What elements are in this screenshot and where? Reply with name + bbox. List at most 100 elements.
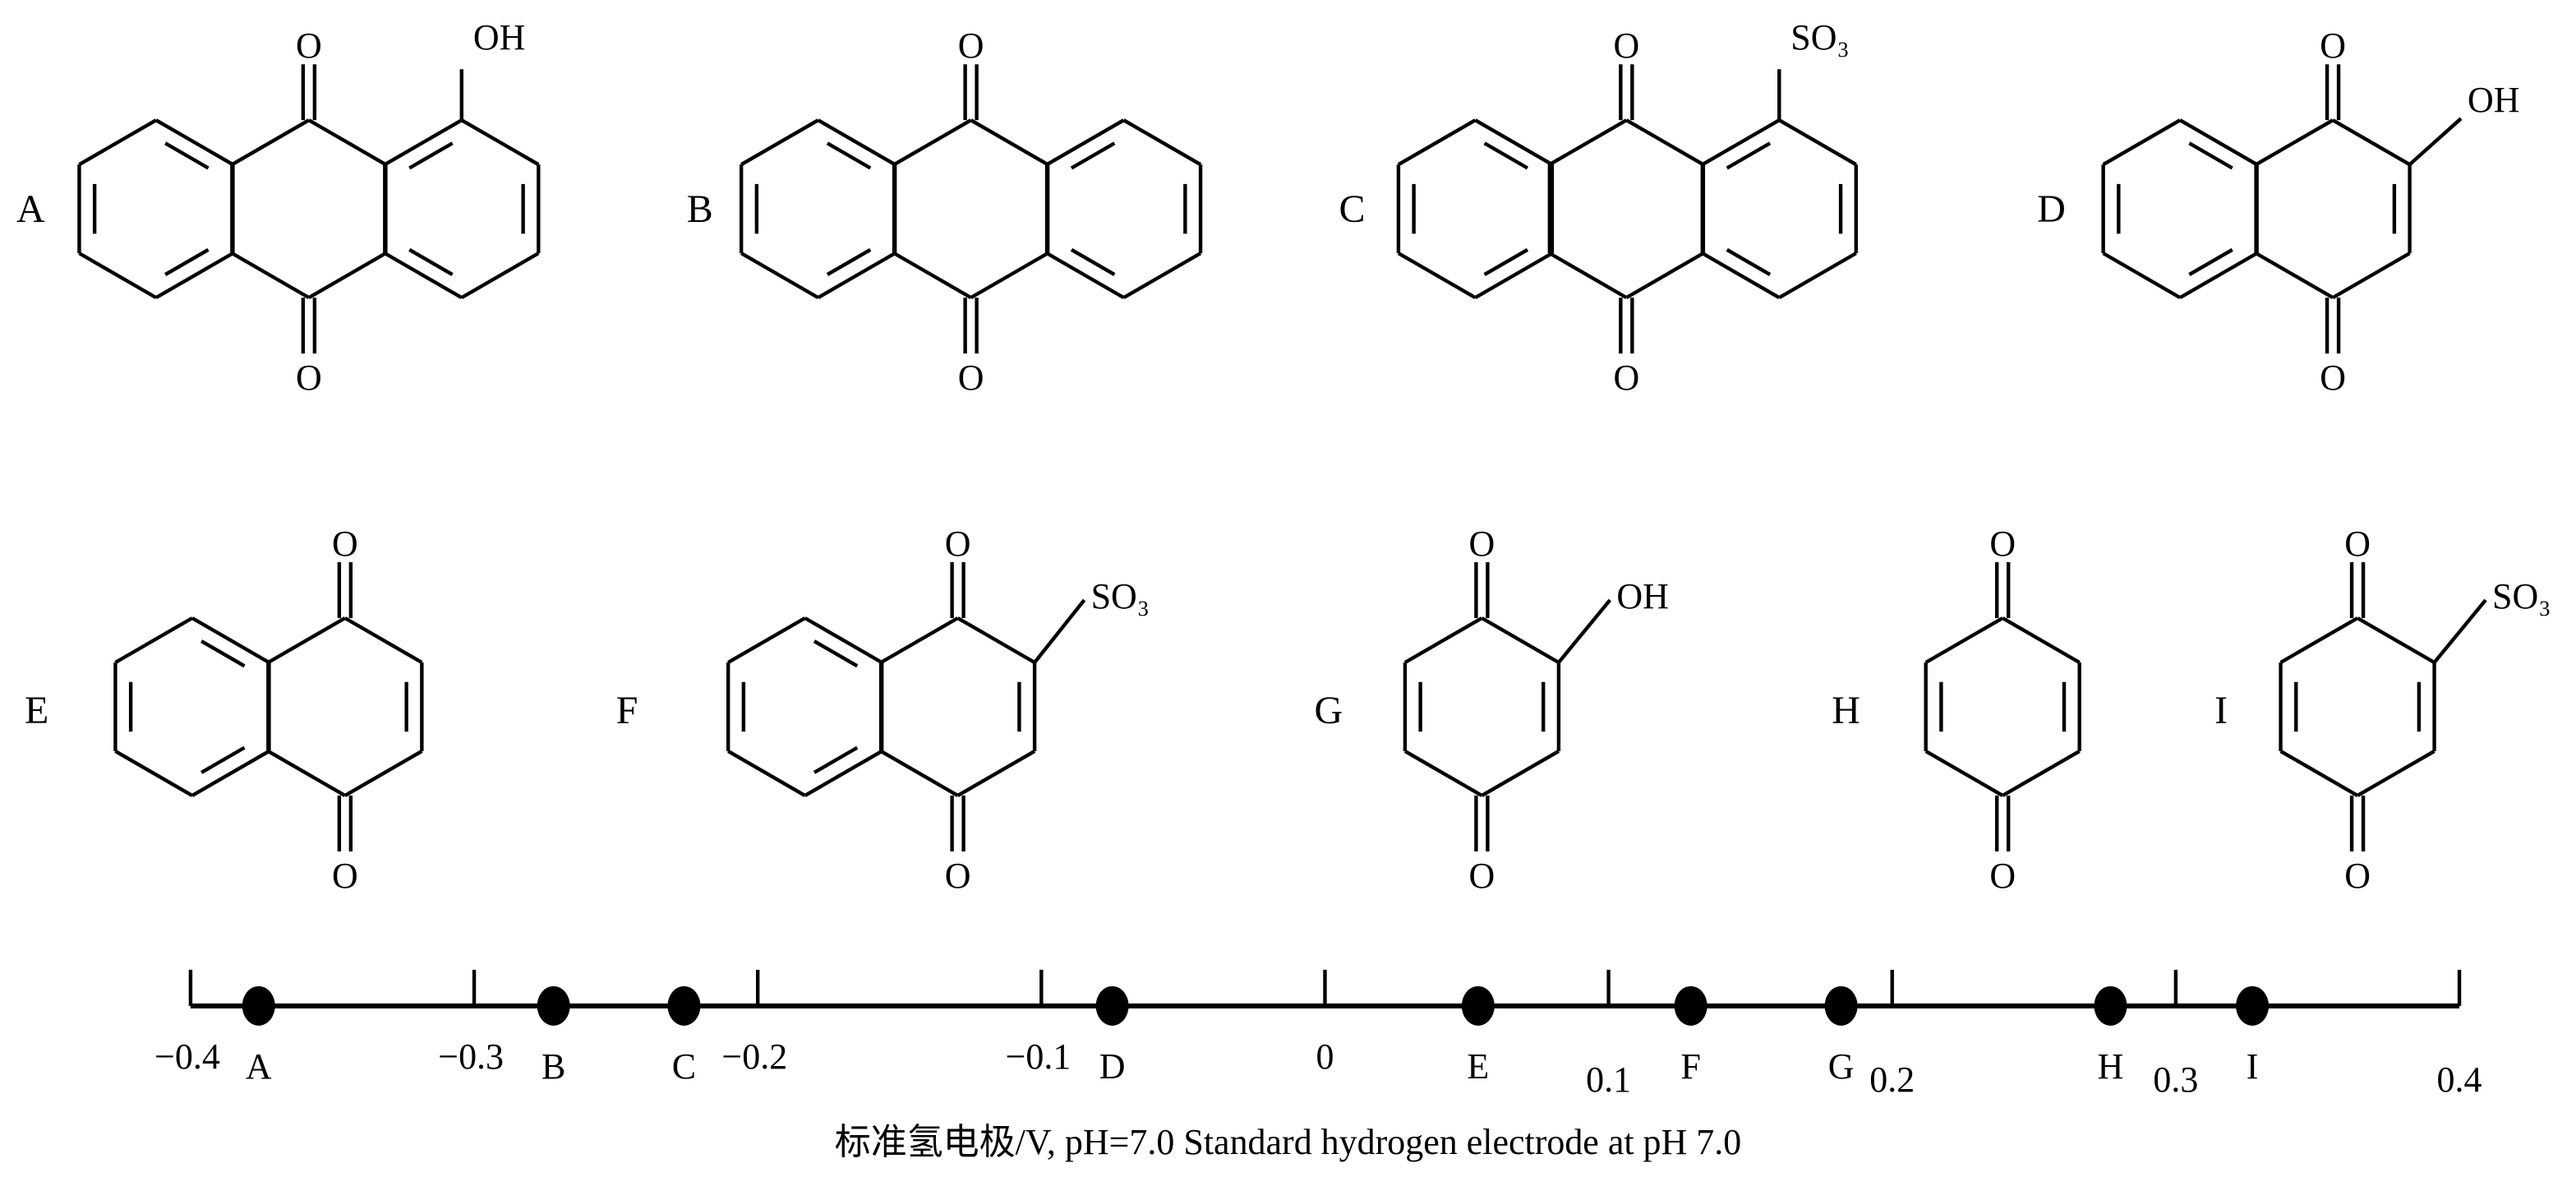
double-bond-line <box>2188 141 2233 170</box>
oxygen-atom: O <box>2344 856 2371 896</box>
data-point-i <box>2236 985 2270 1026</box>
molecule-h: HOO <box>1832 524 2081 896</box>
ring-bond <box>1122 118 1202 167</box>
double-bond-line <box>813 639 859 668</box>
oxygen-atom: O <box>2320 358 2346 398</box>
sulfonate-group: SO₃ <box>1091 576 1150 616</box>
molecule-label: C <box>1339 187 1365 231</box>
data-point-e <box>1461 985 1495 1026</box>
molecule-e: EOO <box>25 524 424 896</box>
ring-bond <box>1548 252 1628 300</box>
molecule-b: BOO <box>687 25 1203 398</box>
data-point-c <box>667 985 701 1026</box>
oxygen-atom: O <box>958 25 984 66</box>
double-bond-line <box>1726 247 1772 276</box>
molecule-structures: AOOOHBOOCOOSO₃DOOOHEOOFOOSO₃GOOOHHOOIOOS… <box>16 17 2551 896</box>
oxygen-atom: O <box>1469 856 1495 896</box>
oxygen-atom: O <box>332 856 358 896</box>
oxygen-atom: O <box>332 524 358 564</box>
molecule-label: F <box>616 689 638 732</box>
ring-bond <box>114 750 194 797</box>
ring-bond <box>740 252 819 300</box>
double-bond-line <box>200 639 246 668</box>
data-point-label: H <box>2098 1046 2124 1087</box>
hydroxyl-group: OH <box>2468 80 2520 120</box>
ring-bond <box>1548 118 1628 167</box>
ring-bond <box>2356 616 2435 664</box>
sulfonate-group: SO₃ <box>1790 17 1850 58</box>
ring-bond <box>2102 252 2182 300</box>
molecule-label: A <box>16 187 45 231</box>
ring-bond <box>343 750 423 797</box>
data-point-label: E <box>1467 1046 1489 1087</box>
oxygen-atom: O <box>1989 524 2016 564</box>
ring-bond <box>307 118 387 167</box>
substituent-bond <box>1557 598 1612 664</box>
ring-bond <box>804 750 883 797</box>
ring-bond <box>1481 750 1560 797</box>
ring-bond <box>740 118 819 167</box>
double-bond-line <box>1483 247 1529 276</box>
data-point-label: G <box>1828 1046 1855 1087</box>
double-bond-line <box>1726 141 1772 170</box>
oxygen-atom: O <box>2344 524 2371 564</box>
ring-bond <box>956 750 1036 797</box>
ring-bond <box>267 616 346 664</box>
double-bond-line <box>826 247 872 276</box>
data-point-f <box>1674 985 1707 1026</box>
ring-bond <box>231 252 310 300</box>
ring-bond <box>2279 616 2359 664</box>
tick-label: −0.1 <box>1006 1036 1071 1077</box>
ring-bond <box>2331 252 2411 300</box>
ring-bond <box>2356 750 2435 797</box>
tick-label: 0.2 <box>1869 1059 1915 1100</box>
ring-bond <box>460 252 540 300</box>
ring-bond <box>1778 252 1857 300</box>
oxygen-atom: O <box>296 358 322 398</box>
double-bond-line <box>200 745 246 774</box>
ring-bond <box>1397 118 1477 167</box>
data-point-h <box>2094 985 2127 1026</box>
ring-bond <box>893 118 972 167</box>
data-point-label: F <box>1680 1046 1700 1087</box>
double-bond-line <box>813 745 859 774</box>
ring-bond <box>2002 616 2081 664</box>
ring-bond <box>1474 252 1554 300</box>
tick-label: 0.3 <box>2153 1059 2198 1100</box>
ring-bond <box>1625 118 1704 167</box>
data-point-d <box>1095 985 1129 1026</box>
ring-bond <box>191 616 270 664</box>
ring-bond <box>817 252 896 300</box>
molecule-label: D <box>2037 187 2066 231</box>
molecule-a: A O O OH <box>16 17 541 398</box>
ring-bond <box>2179 118 2258 167</box>
ring-bond <box>893 252 972 300</box>
ring-bond <box>1778 118 1857 167</box>
ring-bond <box>970 252 1049 300</box>
ring-bond <box>1701 252 1781 300</box>
molecule-label: B <box>687 187 713 231</box>
ring-bond <box>727 616 806 664</box>
hydroxyl-group: OH <box>473 17 526 58</box>
double-bond-line <box>826 141 872 170</box>
ring-bond <box>231 118 310 167</box>
double-bond-line <box>408 141 454 170</box>
ring-bond <box>384 252 463 300</box>
ring-bond <box>2002 750 2081 797</box>
oxygen-atom: O <box>1469 524 1495 564</box>
oxygen-atom: O <box>1989 856 2016 896</box>
oxygen-atom: O <box>296 25 322 66</box>
double-bond-line <box>164 141 210 170</box>
sulfonate-group: SO₃ <box>2492 576 2551 616</box>
hydroxyl-group: OH <box>1616 576 1669 616</box>
tick-label: 0 <box>1316 1036 1334 1077</box>
axis-caption: 标准氢电极/V, pH=7.0 Standard hydrogen electr… <box>835 1122 1741 1162</box>
data-point-b <box>537 985 570 1026</box>
oxygen-atom: O <box>1613 358 1639 398</box>
ring-bond <box>1045 118 1125 167</box>
